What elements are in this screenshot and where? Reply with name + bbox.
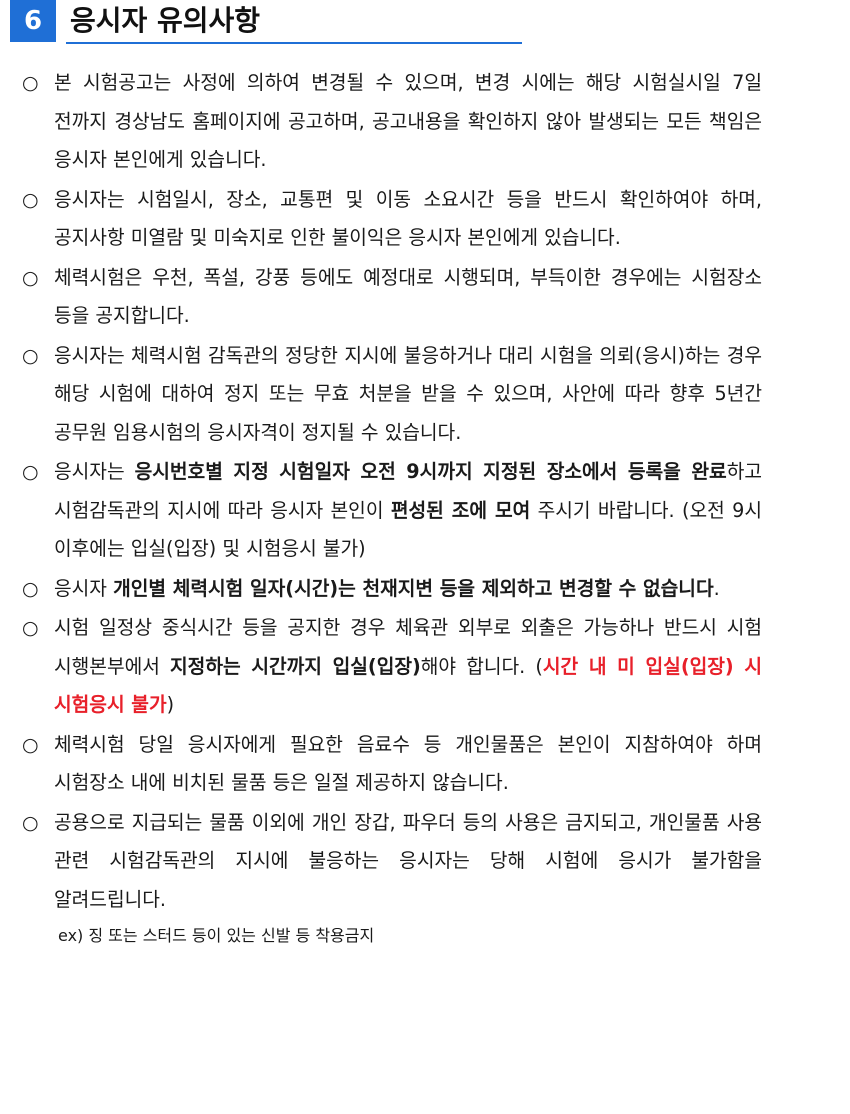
notice-item: ○ 응시자는 응시번호별 지정 시험일자 오전 9시까지 지정된 장소에서 등록… — [22, 453, 762, 569]
notice-text: 주시기 바랍니다. (오전 9시 이후에는 입실(입장) 및 시험응시 불가) — [54, 498, 762, 561]
circle-bullet-icon: ○ — [22, 266, 39, 289]
notice-emphasis: 응시번호별 지정 시험일자 오전 9시까지 지정된 장소에서 등록을 완료 — [134, 460, 727, 483]
notice-item: ○ 체력시험은 우천, 폭설, 강풍 등에도 예정대로 시행되며, 부득이한 경… — [22, 259, 762, 336]
circle-bullet-icon: ○ — [22, 72, 39, 94]
notice-text: 응시자는 체력시험 감독관의 정당한 지시에 불응하거나 대리 시험을 의뢰(응… — [54, 343, 762, 444]
section-title: 응시자 유의사항 — [70, 4, 261, 37]
notice-text: 응시자 — [54, 576, 114, 600]
section-title-underline — [66, 42, 522, 44]
notice-text: 해야 합니다. ( — [420, 654, 543, 678]
notice-text: 응시자는 — [54, 460, 135, 483]
notice-text: 응시자는 시험일시, 장소, 교통편 및 이동 소요시간 등을 반드시 확인하여… — [54, 187, 762, 250]
notice-warning-red: 시간 내 미 입실(입장) 시 시험응시 불가 — [54, 654, 763, 717]
notice-item: ○ 시험 일정상 중식시간 등을 공지한 경우 체육관 외부로 외출은 가능하나… — [22, 609, 762, 725]
notice-item: ○ 응시자 개인별 체력시험 일자(시간)는 천재지변 등을 제외하고 변경할 … — [22, 570, 762, 609]
example-note: ex) 징 또는 스터드 등이 있는 신발 등 착용금지 — [58, 926, 375, 945]
circle-bullet-icon: ○ — [22, 344, 39, 367]
notice-emphasis: 지정하는 시간까지 입실(입장) — [170, 654, 421, 678]
notice-text: 공용으로 지급되는 물품 이외에 개인 장갑, 파우더 등의 사용은 금지되고,… — [54, 810, 762, 911]
notice-text: 체력시험 당일 응시자에게 필요한 음료수 등 개인물품은 본인이 지참하여야 … — [54, 732, 762, 795]
notice-text: 본 시험공고는 사정에 의하여 변경될 수 있으며, 변경 시에는 해당 시험실… — [54, 71, 762, 171]
notice-item: ○ 체력시험 당일 응시자에게 필요한 음료수 등 개인물품은 본인이 지참하여… — [22, 726, 762, 803]
notice-emphasis: 편성된 조에 모여 — [390, 498, 531, 522]
notice-text: . — [713, 576, 720, 600]
notice-item: ○ 본 시험공고는 사정에 의하여 변경될 수 있으며, 변경 시에는 해당 시… — [22, 64, 762, 180]
section-number-badge: 6 — [10, 0, 56, 42]
notice-item: ○ 응시자는 시험일시, 장소, 교통편 및 이동 소요시간 등을 반드시 확인… — [22, 181, 762, 258]
circle-bullet-icon: ○ — [22, 617, 39, 639]
section-header: 6 응시자 유의사항 — [10, 0, 522, 44]
notice-emphasis: 개인별 체력시험 일자(시간)는 천재지변 등을 제외하고 변경할 수 없습니다 — [113, 576, 714, 600]
circle-bullet-icon: ○ — [22, 733, 39, 756]
notice-text: 하고 시험감독관의 지시에 따라 응시자 본인이 — [54, 460, 762, 522]
notice-text: 시험 일정상 중식시간 등을 공지한 경우 체육관 외부로 외출은 가능하나 반… — [54, 616, 762, 678]
circle-bullet-icon: ○ — [22, 188, 39, 211]
notice-list: ○ 본 시험공고는 사정에 의하여 변경될 수 있으며, 변경 시에는 해당 시… — [22, 64, 762, 951]
circle-bullet-icon: ○ — [22, 577, 39, 600]
circle-bullet-icon: ○ — [22, 811, 39, 834]
notice-item: ○ 응시자는 체력시험 감독관의 정당한 지시에 불응하거나 대리 시험을 의뢰… — [22, 337, 762, 453]
circle-bullet-icon: ○ — [22, 461, 39, 483]
notice-text: 체력시험은 우천, 폭설, 강풍 등에도 예정대로 시행되며, 부득이한 경우에… — [54, 265, 762, 328]
notice-item: ○ 공용으로 지급되는 물품 이외에 개인 장갑, 파우더 등의 사용은 금지되… — [22, 804, 762, 920]
notice-text: ) — [166, 693, 175, 716]
